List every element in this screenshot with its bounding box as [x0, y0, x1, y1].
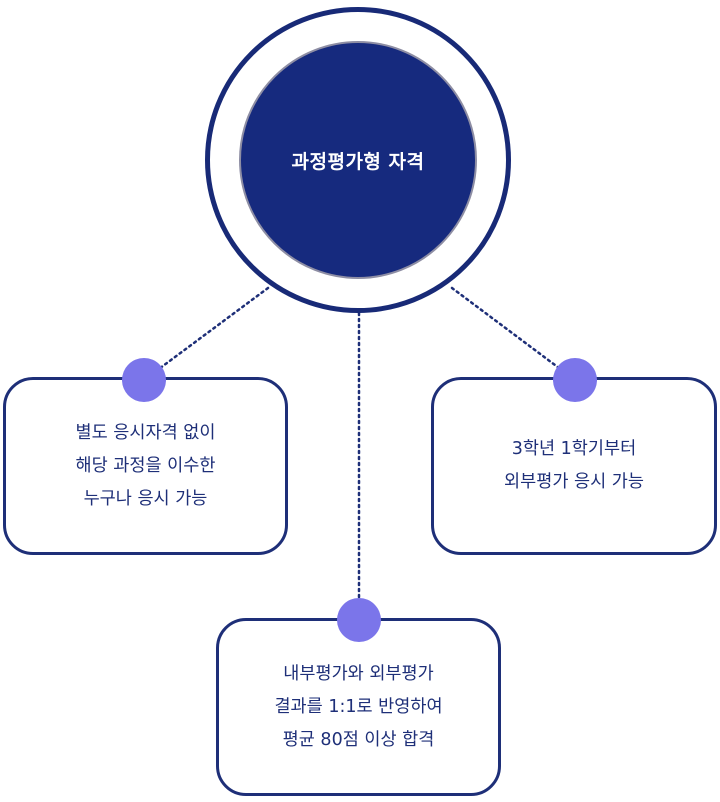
connector-left	[142, 286, 270, 382]
connector-dot-left	[122, 358, 166, 402]
center-node-title: 과정평가형 자격	[291, 150, 425, 173]
center-node: 과정평가형 자격	[239, 41, 477, 279]
connector-dot-right	[553, 358, 597, 402]
box-left-line-1: 별도 응시자격 없이	[75, 422, 216, 443]
box-left-line-2: 해당 과정을 이수한	[75, 455, 216, 476]
box-bottom-line-1: 내부평가와 외부평가	[283, 663, 434, 684]
box-bottom-line-2: 결과를 1:1로 반영하여	[274, 696, 443, 717]
box-left-line-3: 누구나 응시 가능	[83, 488, 208, 509]
connector-right	[450, 286, 577, 382]
qualification-box-left: 별도 응시자격 없이 해당 과정을 이수한 누구나 응시 가능	[3, 377, 288, 555]
connector-dot-bottom	[337, 598, 381, 642]
box-bottom-line-3: 평균 80점 이상 합격	[282, 729, 435, 750]
box-right-line-2: 외부평가 응시 가능	[504, 472, 644, 492]
qualification-box-bottom: 내부평가와 외부평가 결과를 1:1로 반영하여 평균 80점 이상 합격	[216, 618, 501, 796]
qualification-box-right: 3학년 1학기부터 외부평가 응시 가능	[431, 377, 717, 555]
box-right-line-1: 3학년 1학기부터	[511, 439, 637, 459]
